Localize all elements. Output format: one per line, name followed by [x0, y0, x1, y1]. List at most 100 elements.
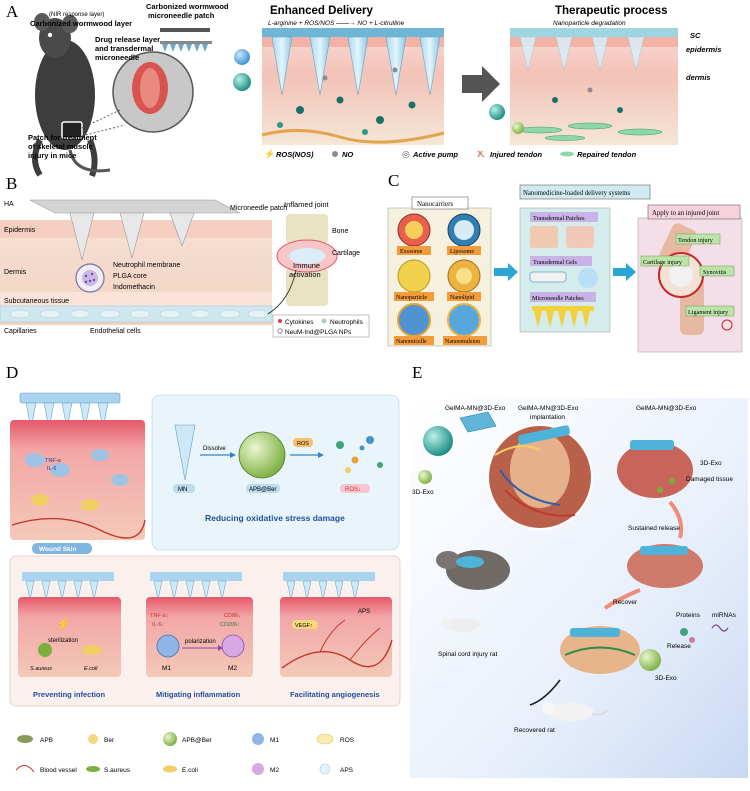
label-microneedle: microneedle — [95, 53, 139, 62]
patch-sketch — [160, 28, 212, 52]
legend-a-pump-icon: ◎ — [402, 149, 410, 159]
legend-a-pump: Active pump — [412, 150, 458, 159]
legend-b-nps: NeuM-Ind@PLGA NPs — [285, 329, 352, 336]
apply-title: Apply to an injured joint — [652, 210, 719, 217]
mn-thumb-needles — [534, 311, 590, 328]
m2-label: M2 — [228, 665, 237, 672]
label-carbonized-layer: Carbonized wormwood layer — [30, 19, 132, 28]
system-patches-label-box — [530, 212, 598, 222]
recovered-rat — [542, 702, 609, 721]
inflammation-panel — [146, 572, 253, 677]
patch-thumb-2 — [566, 226, 594, 248]
label-nir-layer: (NIR response layer) — [49, 12, 104, 18]
gel-dot — [578, 268, 598, 288]
e-gelma-right: GelMA-MN@3D-Exo — [636, 405, 697, 412]
wound-skin-pill — [32, 543, 92, 554]
np-drug-dots — [84, 272, 96, 284]
label-indomethacin: Indomethacin — [113, 284, 155, 291]
system-mn-label-box — [530, 292, 596, 302]
ros-arrowhead — [318, 452, 324, 458]
legend-d-ber: Ber — [104, 737, 115, 744]
layer-sc: SC — [690, 31, 701, 40]
vegf-label: VEGF↑ — [295, 623, 313, 629]
m2-cd86-label: CD86↓ — [224, 613, 241, 619]
np-icon-right-1 — [489, 104, 505, 120]
ros-chip — [293, 438, 313, 447]
exo-hex-sphere — [423, 426, 453, 456]
therapeutic-title: Therapeutic process — [555, 5, 667, 17]
wound-mn-base — [19, 392, 121, 404]
panel-letter-b: B — [6, 174, 17, 193]
mouse-illustration — [32, 13, 111, 178]
legend-a-no-icon — [332, 151, 338, 157]
e-exo-left: 3D-Exo — [412, 489, 434, 496]
injury-ligament: Ligament injury — [688, 309, 729, 316]
system-mn: Microneedle Patches — [532, 295, 584, 302]
e-sci-rat: Spinal cord injury rat — [438, 651, 497, 658]
polarization-label: polarization — [185, 639, 216, 645]
legend-a-repaired-icon — [560, 151, 574, 157]
label-endothelial: Endothelial cells — [90, 328, 141, 335]
panel-c: C Nanocarriers Exosome Liposome Nanopart… — [387, 171, 743, 353]
dissolve-label: Dissolve — [203, 446, 226, 452]
gel-tube — [529, 271, 567, 283]
arrow-sustained — [668, 500, 684, 539]
delivery-title: Nanomedicine-loaded delivery systems — [523, 190, 631, 197]
therapeutic-particles — [552, 87, 623, 113]
label-ha: HA — [4, 201, 14, 208]
sci-rat — [436, 550, 510, 632]
reducing-mn-cone — [174, 424, 196, 481]
legend-d-apb: APB — [40, 737, 53, 744]
carrier-exosome: Exosome — [400, 249, 423, 255]
e-gelma-exo: GelMA-MN@3D-Exo — [445, 405, 506, 412]
legend-b-box — [272, 314, 370, 338]
wound-skin-block — [10, 420, 145, 540]
arrow-c-1 — [494, 263, 518, 281]
layer-dermis: dermis — [686, 73, 711, 82]
enhanced-reaction: L-arginine + ROS/NOS ——→ NO + L-citrulli… — [268, 20, 405, 27]
enhanced-particles — [277, 67, 416, 135]
label-patch-title-1: Carbonized wormwood — [146, 2, 229, 11]
apb-ber-pill — [246, 484, 280, 493]
m1-il6-label: IL-6↓ — [152, 622, 164, 628]
endothelial-cells-b — [9, 309, 269, 319]
mn-pill-label: MN — [178, 487, 187, 493]
legend-a-no: NO — [342, 150, 353, 159]
recovered-tissue — [560, 626, 640, 674]
panel-letter-d: D — [6, 363, 18, 382]
legend-a-ros-icon: ⚡ — [264, 148, 275, 160]
e-proteins: Proteins — [676, 612, 701, 619]
e-recovered-rat: Recovered rat — [514, 727, 555, 734]
carrier-liposome: Liposome — [450, 249, 474, 255]
aps-label-d: APS — [358, 609, 370, 615]
label-dermis-b: Dermis — [4, 269, 27, 276]
panel-letter-a: A — [6, 2, 19, 21]
label-immune-1: Immune — [293, 261, 320, 270]
label-immune-2: activation — [289, 270, 321, 279]
legend-d-vessel: Blood vessel — [40, 767, 77, 774]
legend-d-aps: APS — [340, 767, 354, 774]
dissolve-arrowhead — [230, 452, 236, 458]
enhanced-needles — [271, 36, 441, 96]
panel-e: E GelMA-MN@3D-Exo GelMA-MN@3D-Exo implan… — [410, 363, 748, 778]
label-neutrophil-membrane: Neutrophil membrane — [113, 262, 180, 269]
legend-a-repaired: Repaired tendon — [577, 150, 637, 159]
label-inflamed-joint: Inflamed joint — [284, 200, 330, 209]
e-damaged: Damaged tissue — [686, 476, 733, 483]
therapeutic-repaired-fibers — [517, 122, 663, 141]
legend-b-np-icon — [277, 328, 283, 334]
enhanced-patch-backing — [262, 28, 444, 37]
apb-ber-label: APB@Ber — [249, 487, 276, 493]
carrier-nanomicelle: Nanomicelle — [396, 339, 427, 345]
release-exo-sphere — [639, 649, 661, 671]
ros-down-pill — [340, 484, 370, 493]
label-plga-core: PLGA core — [113, 273, 147, 280]
wound-vessel — [11, 517, 146, 539]
e-exo3d: 3D-Exo — [700, 460, 722, 467]
nanocarriers-title: Nanocarriers — [417, 200, 453, 208]
panel-letter-c: C — [388, 171, 399, 190]
svg-text:⚡: ⚡ — [56, 617, 71, 631]
layer-epidermis: epidermis — [686, 45, 721, 54]
label-cartilage: Cartilage — [332, 250, 360, 257]
therapeutic-needles — [519, 36, 645, 71]
